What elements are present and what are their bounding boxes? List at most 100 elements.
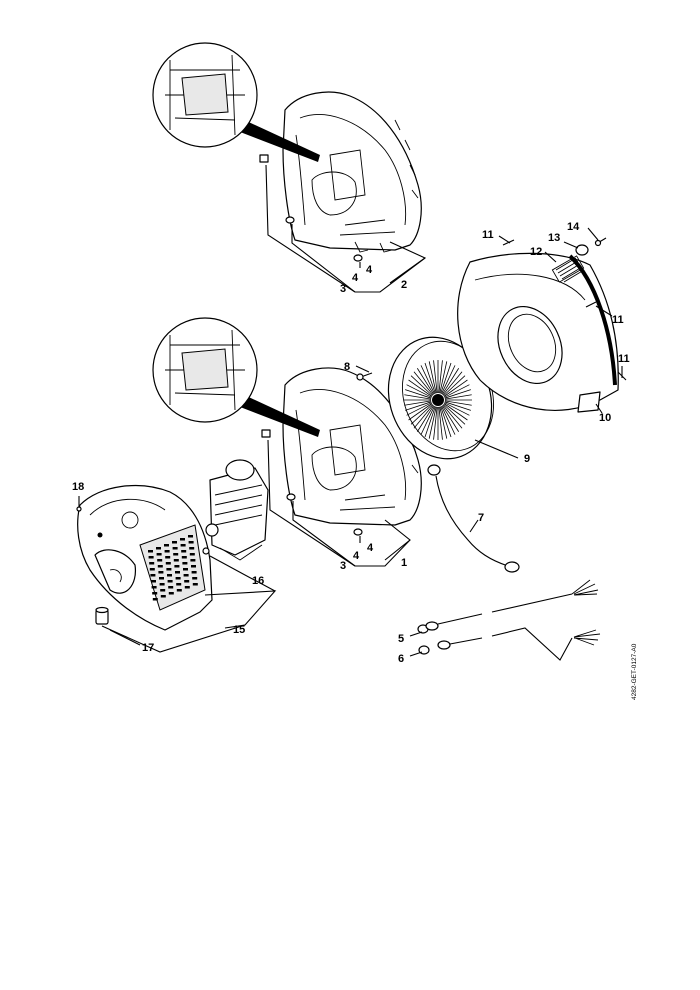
grille-slot [183, 574, 189, 577]
fan-spoke [406, 384, 432, 398]
grille-slot [180, 544, 186, 547]
callout-12: 12 [530, 246, 542, 258]
fan-spoke [443, 379, 468, 397]
grille-slot [166, 568, 172, 571]
grille-slot [183, 568, 188, 571]
filler-cap-17 [95, 606, 109, 625]
callout-9: 9 [524, 453, 530, 465]
fan-spoke [441, 368, 460, 395]
fan-spoke [410, 403, 433, 425]
fan-spoke [424, 362, 436, 394]
grille-slot [174, 565, 180, 568]
callout-18: 18 [72, 481, 84, 493]
bushing-upper [259, 154, 363, 262]
fan-spoke [410, 375, 433, 397]
grille-slot [172, 547, 178, 550]
fan-spoke [428, 361, 437, 394]
fan-spoke [444, 400, 472, 406]
leaders-upper [265, 164, 427, 293]
grille-slot [173, 559, 179, 562]
detail-magnifier-upper [152, 42, 320, 162]
callout-3b: 3 [340, 560, 346, 572]
callout-15: 15 [233, 624, 245, 636]
grille-slot [176, 589, 182, 592]
fan-spoke [413, 371, 434, 396]
fan-spoke [443, 375, 466, 397]
callout-14: 14 [567, 221, 580, 233]
grille-slot [148, 556, 154, 559]
grille-slot [181, 550, 187, 553]
callout-4c: 4 [367, 542, 374, 554]
grille-slot [164, 544, 169, 547]
grille-slot [149, 568, 155, 571]
fan-spoke [439, 406, 448, 439]
fan-spoke [444, 384, 470, 398]
fan-housing-lower [282, 367, 422, 526]
grille-slot [191, 571, 197, 574]
fan-spoke [441, 405, 456, 435]
grille-slot [191, 565, 196, 568]
fan-spoke [416, 405, 435, 432]
screw-14 [594, 237, 607, 247]
screw-18 [76, 496, 82, 512]
fan-spoke [424, 406, 436, 438]
fan-spoke [444, 401, 471, 411]
callout-7: 7 [478, 512, 484, 524]
callout-5: 5 [398, 633, 404, 645]
grille-slot [165, 562, 171, 565]
callout-11a: 11 [482, 229, 494, 241]
figure-code: 4282-GET-0127-A0 [631, 643, 638, 700]
fan-housing-upper [282, 91, 422, 253]
grille-slot [164, 550, 170, 553]
callout-13: 13 [548, 232, 560, 244]
grille-slot [149, 562, 155, 565]
fan-spoke [416, 368, 435, 395]
callout-10: 10 [599, 412, 611, 424]
grille-slot [168, 592, 174, 595]
leaders-lower [267, 439, 411, 567]
callout-11b: 11 [612, 314, 624, 326]
callout-6: 6 [398, 653, 404, 665]
grille-slot [157, 565, 163, 568]
fan-wheel [387, 336, 495, 460]
grille-slot [175, 577, 181, 580]
spring-12 [551, 255, 585, 283]
fan-spoke [438, 360, 443, 394]
fan-spoke [404, 400, 432, 406]
grille-slot [175, 571, 180, 574]
callout-1: 1 [401, 557, 407, 569]
engine [205, 459, 269, 561]
fan-spoke [413, 404, 434, 429]
grille-slot [188, 535, 193, 538]
grille-slot [156, 547, 161, 550]
grille-slot [192, 583, 198, 586]
fan-spoke [408, 403, 433, 421]
grille-slot [160, 589, 166, 592]
fan-spoke [442, 404, 463, 429]
fan-spoke [428, 406, 437, 439]
grille-slot [167, 580, 173, 583]
fan-spoke [406, 402, 432, 416]
grille-slot [189, 547, 195, 550]
grille-slot [152, 598, 158, 601]
cable-6 [409, 627, 601, 661]
grille-slot [184, 580, 190, 583]
leaders-shroud [101, 555, 277, 653]
callout-2: 2 [401, 279, 407, 291]
callout-11c: 11 [618, 353, 630, 365]
grille-slot [167, 574, 172, 577]
callout-3a: 3 [340, 283, 346, 295]
fan-spoke [433, 406, 438, 440]
fan-spoke [440, 406, 452, 438]
grille-slot [165, 556, 171, 559]
grille-slot [159, 583, 165, 586]
fan-spoke [441, 365, 456, 395]
fan-spoke [408, 379, 433, 397]
grille-slot [158, 571, 164, 574]
fan-spoke [441, 405, 460, 432]
grille-slot [192, 577, 198, 580]
grille-slot [188, 541, 194, 544]
grille-slot [148, 550, 153, 553]
grille-slot [181, 556, 187, 559]
